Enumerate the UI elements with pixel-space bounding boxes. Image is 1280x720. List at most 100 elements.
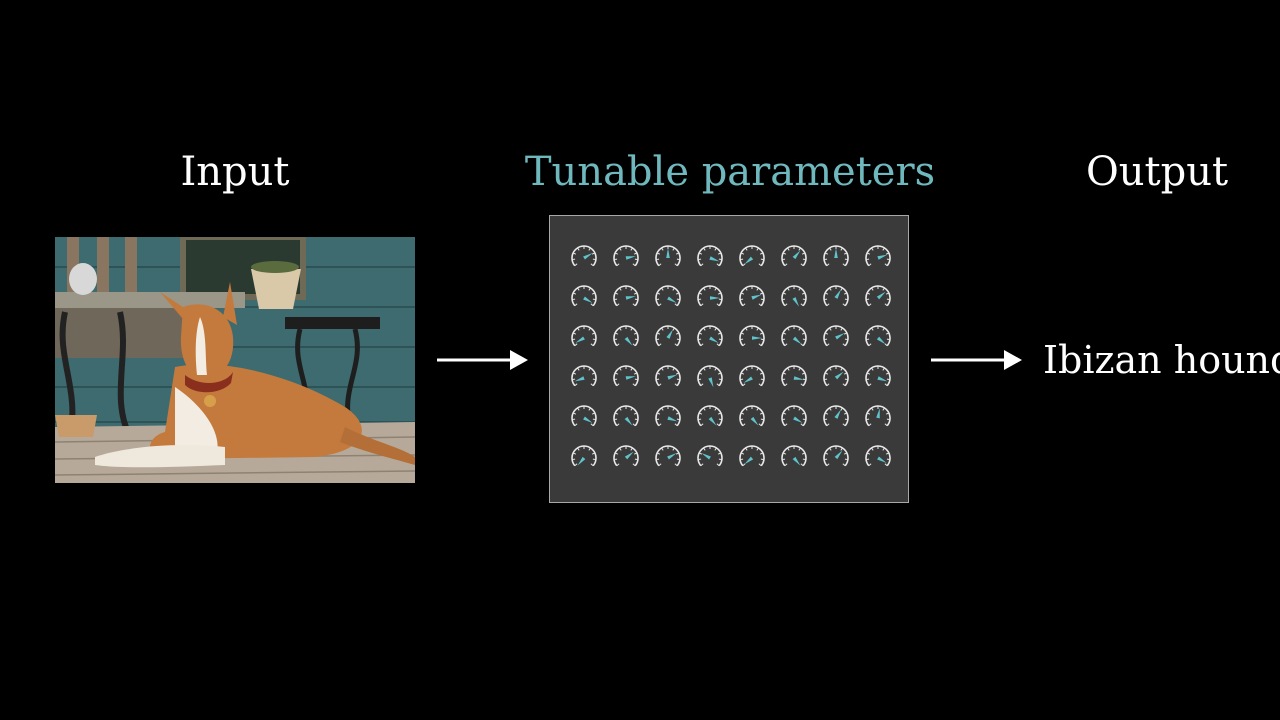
dial-gauge-icon [613,245,639,267]
dial-gauge-icon [613,285,639,307]
dial-needle [835,333,845,340]
dial-needle [876,408,880,419]
dial-needle [834,409,841,419]
dial-gauge-icon [865,285,891,307]
dial-gauge-icon [823,365,849,387]
dial-needle [877,376,888,382]
dial-needle [624,416,633,426]
params-title: Tunable parameters [524,149,936,195]
dial-gauge-icon [655,405,681,427]
dial-gauge-icon [697,405,723,427]
dial-gauge-icon [739,285,765,307]
dial-gauge-icon [697,245,723,267]
dial-gauge-icon [865,445,891,467]
dial-gauge-icon [781,445,807,467]
dial-needle [667,416,678,422]
dial-needle [583,416,593,423]
dial-gauge-icon [613,365,639,387]
dial-needle [624,336,633,346]
dial-needle [574,376,585,382]
dial-needle [624,451,634,460]
dial-gauge-icon [655,285,681,307]
dial-needle [625,376,636,380]
dial-needle [708,416,717,426]
dial-gauge-icon [739,365,765,387]
arrow-right-icon [931,350,1022,370]
dial-needle [701,453,711,460]
dial-needle [744,256,754,265]
dial-needle [792,456,801,466]
dial-needle [710,296,720,300]
output-value: Ibizan hound [1043,338,1280,382]
dial-gauge-icon [571,365,597,387]
dial-needle [583,253,593,260]
dial-needle [575,336,585,343]
dial-gauge-icon [781,285,807,307]
dial-needle [877,254,888,260]
dial-gauge-icon [655,245,681,267]
input-title: Input [180,149,290,195]
dial-gauge-icon [571,325,597,347]
arrow-right-icon [437,350,528,370]
dial-needle [876,336,886,345]
dial-gauge-icon [697,445,723,467]
dial-needle [792,297,799,307]
dial-gauge-icon [781,405,807,427]
dial-needle [667,374,678,380]
dial-gauge-icon [697,325,723,347]
dial-needle [834,248,838,258]
dial-needle [876,291,886,300]
dial-needle [577,456,586,466]
dial-gauge-icon [739,445,765,467]
dial-needle [834,289,841,299]
dial-needle [877,456,887,463]
dial-needle [793,376,804,380]
output-title: Output [1085,149,1229,195]
photo-table [55,292,245,308]
dial-needle [750,416,759,426]
dial-gauge-icon [823,325,849,347]
dial-needle [752,336,762,340]
dial-needle [751,294,762,300]
photo-dog [95,282,415,468]
dial-needle [625,296,636,300]
dial-gauge-icon [613,405,639,427]
params-panel [549,215,909,503]
dial-gauge-icon [865,365,891,387]
dial-gauge-icon [655,365,681,387]
dial-needle [834,371,844,380]
dial-gauge-icon [781,365,807,387]
dial-grid [571,245,891,467]
dial-needle [708,377,714,388]
dial-needle [709,336,719,343]
dial-gauge-icon [697,365,723,388]
dial-needle [583,296,593,303]
dial-needle [667,296,677,303]
dial-needle [793,416,803,423]
dial-needle [792,336,802,345]
dial-gauge-icon [739,405,765,427]
dial-gauge-icon [781,325,807,347]
dial-gauge-icon [655,445,681,467]
photo-bowl [55,415,97,437]
dial-needle [625,256,636,260]
dial-gauge-icon [823,405,849,427]
dial-gauge-icon [613,325,639,347]
dial-needle [792,250,801,260]
dial-gauge-icon [739,245,765,267]
dial-gauge-icon [571,405,597,427]
dial-gauge-icon [571,445,597,467]
dial-needle [744,456,754,465]
dial-needle [666,329,673,339]
dial-gauge-icon [613,445,639,467]
photo-flower-pot [251,269,301,309]
dial-gauge-icon [781,245,807,267]
dial-needle [667,453,677,460]
dial-needle [709,256,720,262]
dial-gauge-icon [823,285,849,307]
dial-gauge-icon [865,325,891,347]
dial-gauge-icon [571,245,597,267]
dial-needle [743,376,753,383]
dog-photo [55,237,415,483]
dial-gauge-icon [571,285,597,307]
